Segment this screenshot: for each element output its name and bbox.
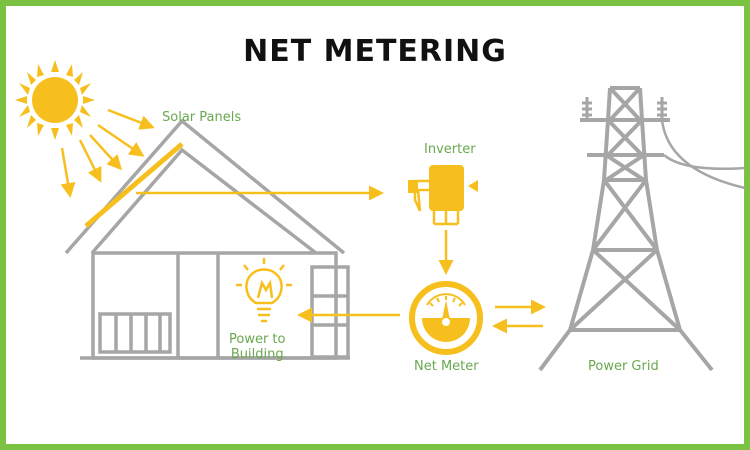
insulators (582, 97, 667, 120)
sun-rays (60, 108, 155, 198)
power-to-building-line1: Power to (229, 332, 286, 347)
power-grid-label: Power Grid (588, 359, 659, 374)
sun-icon (15, 60, 95, 140)
inverter-icon (408, 165, 478, 226)
power-to-building-line2: Building (230, 347, 284, 362)
net-meter-label: Net Meter (414, 359, 479, 374)
solar-panels-label: Solar Panels (162, 110, 242, 125)
page-title: NET METERING (243, 34, 507, 69)
net-meter-icon (409, 281, 483, 355)
power-to-building-label: Power to Building (229, 332, 286, 362)
inverter-label: Inverter (424, 142, 476, 157)
power-tower-icon (538, 86, 714, 372)
light-bulb-icon (236, 258, 292, 323)
solar-panel-icon (84, 142, 184, 228)
power-lines (660, 119, 746, 190)
